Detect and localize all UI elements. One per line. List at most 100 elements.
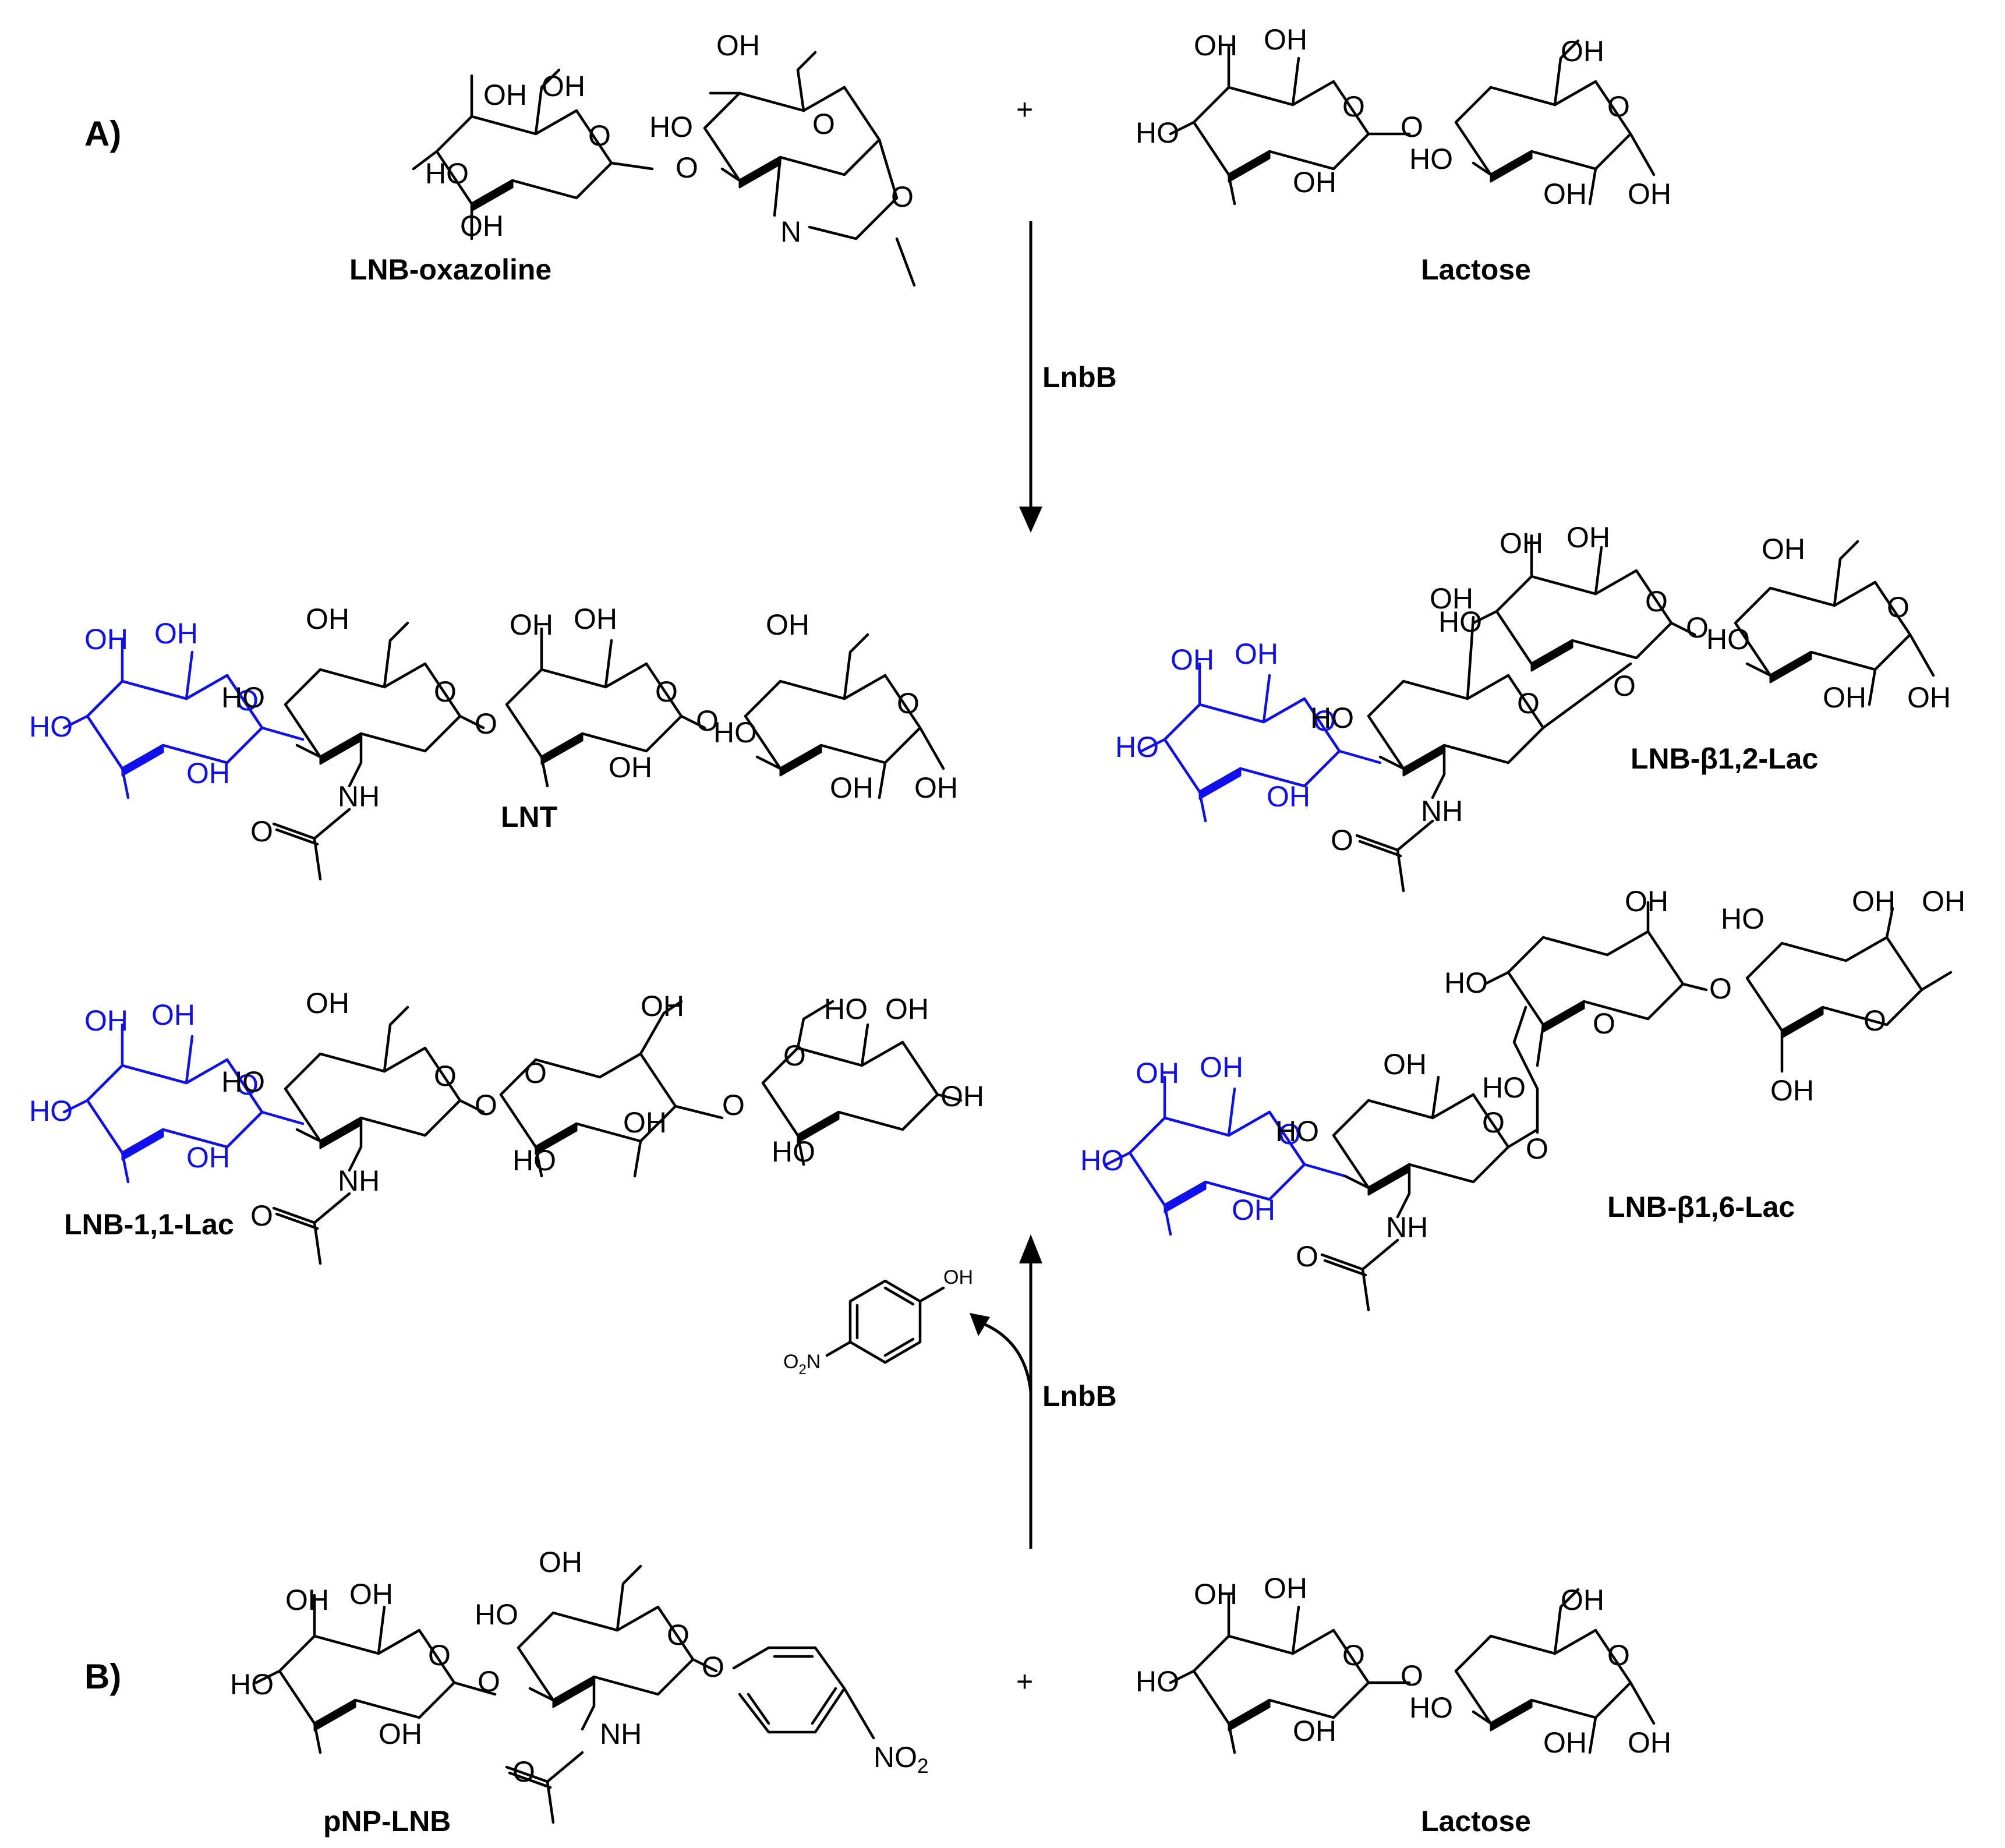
oh-label: OH	[1907, 681, 1951, 714]
ho-label: HO	[221, 1065, 265, 1098]
oh-label: OH	[1500, 527, 1543, 560]
ho-label: HO	[1444, 967, 1488, 999]
oh-label: OH	[1136, 1057, 1179, 1089]
ho-label: HO	[1482, 1071, 1526, 1104]
glycosidic-oxygen: O	[1686, 611, 1709, 644]
nh-label: NH	[338, 1164, 380, 1197]
ring-oxygen: O	[588, 119, 611, 152]
nh-label: NH	[338, 780, 380, 813]
oh-label: OH	[1625, 885, 1668, 918]
oh-label: OH	[1823, 681, 1866, 714]
glycosidic-oxygen: O	[1526, 1132, 1548, 1165]
enzyme-label-bottom: LnbB	[1042, 1380, 1117, 1412]
glycosidic-oxygen: O	[722, 1089, 745, 1121]
oh-label: OH	[1194, 29, 1237, 62]
pnp-lnb-structure: OH OH HO OH O O HO OH O NH O O NO2	[230, 1546, 928, 1824]
oh-label: OH	[1293, 1715, 1336, 1747]
ho-label: HO	[649, 111, 693, 143]
ho-label: HO	[1115, 731, 1159, 763]
lnb-b12-lac-title: LNB-β1,2-Lac	[1631, 742, 1818, 775]
oh-label: OH	[306, 603, 349, 635]
carbonyl-oxygen: O	[250, 1199, 273, 1232]
ho-label: HO	[221, 681, 265, 714]
ring-oxygen: O	[1342, 1639, 1365, 1672]
ring-oxygen: O	[655, 675, 678, 708]
ho-label: HO	[1721, 902, 1764, 935]
oh-label: OH	[1383, 1048, 1427, 1081]
lnb-oxazoline-title: LNB-oxazoline	[349, 253, 551, 286]
oh-label: OH	[940, 1080, 984, 1113]
ho-label: HO	[512, 1144, 556, 1177]
ring-oxygen: O	[1645, 585, 1668, 618]
oh-label: OH	[1171, 643, 1214, 676]
oh-label: OH	[1267, 780, 1310, 813]
oh-label: OH	[1543, 1726, 1587, 1759]
oh-label: OH	[641, 990, 684, 1022]
ring-oxygen: O	[1342, 90, 1365, 123]
oh-label: OH	[84, 1004, 128, 1037]
ring-oxygen: O	[236, 684, 259, 717]
oh-label: OH	[186, 757, 230, 790]
oh-label: OH	[151, 999, 195, 1031]
panel-label-b: B)	[84, 1657, 121, 1696]
oh-label: OH	[1200, 1051, 1243, 1084]
glycosidic-oxygen: O	[1613, 670, 1636, 702]
glycosidic-oxygen: O	[676, 151, 698, 184]
lnt-structure: OH OH HO OH O HO OH O NH O O OH OH O OH …	[29, 603, 958, 881]
nh-label: NH	[1421, 795, 1463, 827]
ho-label: HO	[1275, 1115, 1319, 1148]
ho-label: HO	[1409, 143, 1453, 175]
oh-label: OH	[1566, 521, 1610, 554]
oh-label: OH	[84, 623, 128, 656]
oh-label: OH	[1628, 1726, 1671, 1759]
ring-oxygen: O	[524, 1057, 547, 1089]
oh-label: OH	[460, 210, 504, 242]
ring-oxygen: O	[1278, 1118, 1301, 1150]
lactose-structure-b: OH OH HO OH O O OH HO O OH OH	[1136, 1572, 1671, 1759]
oxazoline-oxygen: O	[891, 180, 914, 213]
ho-label: HO	[475, 1598, 518, 1631]
ho-label: HO	[824, 993, 868, 1025]
ring-oxygen: O	[1607, 90, 1630, 123]
lnt-title: LNT	[501, 801, 557, 833]
ring-oxygen: O	[434, 1060, 457, 1092]
oh-label: OH	[285, 1584, 329, 1616]
no2-label: NO2	[874, 1741, 928, 1778]
oh-label: OH	[1235, 638, 1278, 670]
oh-label: OH	[1922, 885, 1965, 918]
oh-label: OH	[943, 1266, 973, 1288]
oh-label: OH	[1264, 23, 1307, 56]
pnp-lnb-title: pNP-LNB	[323, 1805, 451, 1838]
ho-label: HO	[1409, 1691, 1453, 1724]
ho-label: HO	[1136, 116, 1179, 149]
glycosidic-oxygen: O	[475, 707, 497, 740]
oh-label: OH	[1628, 178, 1671, 210]
panel-label-a: A)	[84, 114, 121, 153]
lnb-oxazoline-structure: OH OH HO OH O O OH HO O O N	[412, 29, 916, 287]
glycosidic-oxygen: O	[1401, 111, 1423, 143]
o2n-label: O2N	[783, 1351, 821, 1378]
ho-label: HO	[425, 157, 469, 190]
oh-label: OH	[349, 1578, 393, 1610]
ring-oxygen: O	[1482, 1106, 1505, 1139]
nh-label: NH	[600, 1718, 642, 1750]
ring-oxygen: O	[812, 108, 835, 140]
glycosidic-oxygen: O	[475, 1089, 497, 1121]
oh-label: OH	[186, 1141, 230, 1174]
oh-label: OH	[623, 1106, 667, 1139]
aryl-ether-oxygen: O	[702, 1651, 724, 1683]
carbonyl-oxygen: O	[512, 1755, 535, 1788]
ring-oxygen: O	[1887, 591, 1909, 624]
carbonyl-oxygen: O	[1331, 824, 1353, 856]
glycosidic-oxygen: O	[696, 704, 719, 737]
lnb-b16-lac-structure: OH OH HO OH O HO OH O NH O O OH HO HO O	[1080, 885, 1965, 1312]
lnb-b16-lac-title: LNB-β1,6-Lac	[1607, 1191, 1795, 1223]
oh-label: OH	[609, 751, 652, 784]
ho-label: HO	[772, 1135, 815, 1168]
oxazoline-nitrogen: N	[780, 215, 801, 248]
ho-label: HO	[1438, 606, 1482, 638]
oh-label: OH	[830, 771, 874, 804]
ho-label: HO	[1080, 1144, 1124, 1177]
lactose-title-a: Lactose	[1421, 253, 1531, 286]
ring-oxygen: O	[1593, 1007, 1615, 1040]
